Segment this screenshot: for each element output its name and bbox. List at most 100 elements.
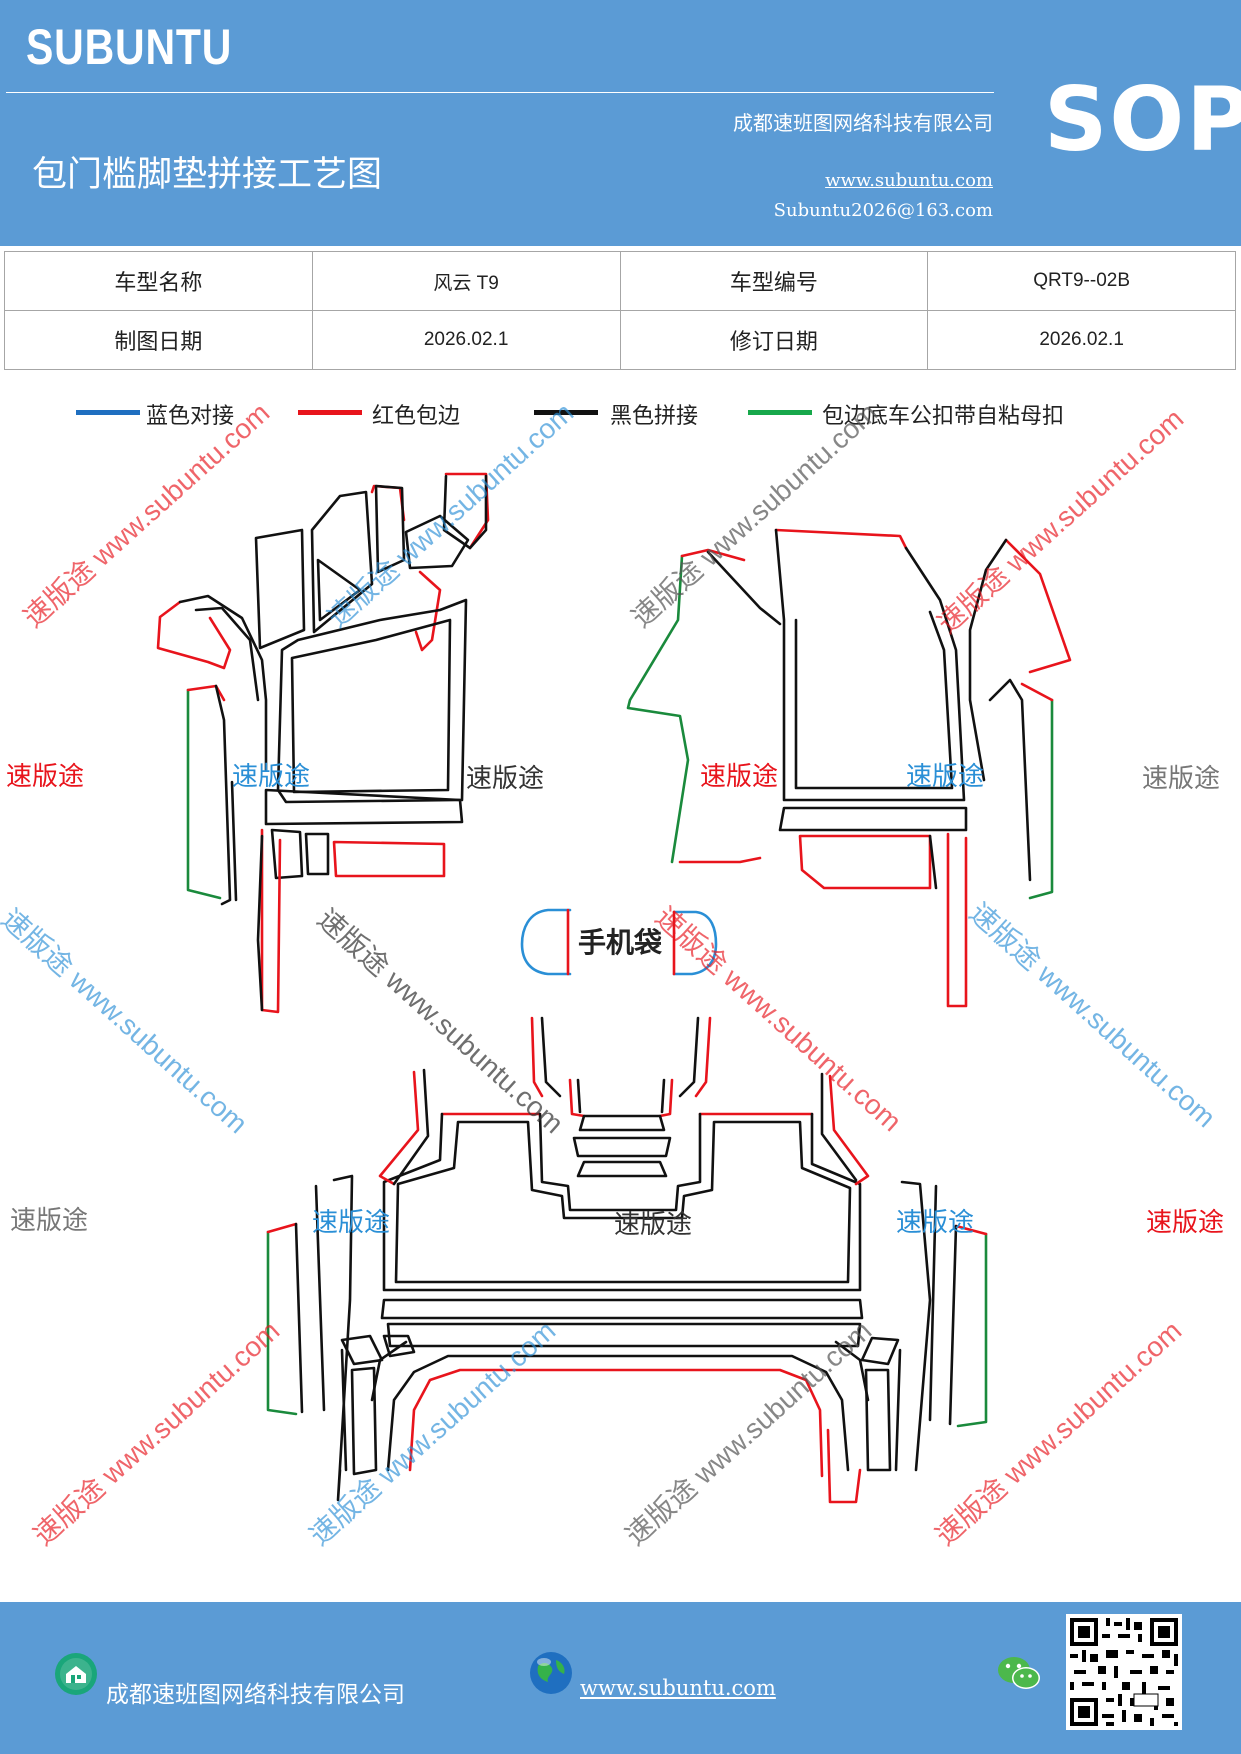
header-website-link[interactable]: www.subuntu.com <box>825 170 993 191</box>
fl-black-piece-e <box>404 514 470 570</box>
legend-label-blue: 蓝色对接 <box>146 404 235 429</box>
rear-crossbar-2 <box>386 1322 862 1348</box>
fl-red-cross <box>332 840 446 878</box>
watermark-5: 速版途 <box>906 761 985 791</box>
rear-red-wa-bottom <box>826 1428 862 1504</box>
fl-main-inner <box>290 618 452 794</box>
rear-black-left-strip-3 <box>314 1184 326 1412</box>
header-email[interactable]: Subuntu2026@163.com <box>773 200 993 221</box>
fl-red-lower-bar <box>260 828 282 1014</box>
front-left-mat <box>156 472 490 1014</box>
fr-black-side-2 <box>988 678 1032 882</box>
rear-black-wa-6 <box>864 1368 892 1472</box>
header-company: 成都速班图网络科技有限公司 <box>733 111 993 135</box>
fr-main-black <box>774 528 966 802</box>
rear-bars-2 <box>572 1136 672 1158</box>
fl-black-inner-1 <box>194 606 260 702</box>
rear-red-arch <box>408 1368 824 1478</box>
fl-black-strip-2 <box>230 780 238 902</box>
fr-green-side <box>1028 698 1054 900</box>
fr-red-edge-top <box>680 548 746 562</box>
rear-black-hump-l2 <box>576 1078 582 1114</box>
rear-red-hump-l2 <box>568 1078 586 1118</box>
fl-cross-black-3 <box>304 832 330 876</box>
fr-red-bottom <box>678 856 762 864</box>
draw-date-value: 2026.02.1 <box>311 310 621 370</box>
pocket-left-blue <box>520 908 572 976</box>
legend-label-green: 包边底车公扣带自粘母扣 <box>822 404 1065 429</box>
rear-black-hump-left <box>540 1016 562 1098</box>
rear-black-left-strip <box>294 1222 304 1414</box>
rear-black-wa-4 <box>382 1334 416 1358</box>
model-name-label: 车型名称 <box>4 251 313 311</box>
legend-swatch-blue <box>76 410 140 415</box>
fl-green-strip <box>186 688 222 900</box>
rear-red-right-slant <box>828 1074 870 1186</box>
rear-bars-3 <box>576 1160 668 1178</box>
footer-website-link[interactable]: www.subuntu.com <box>580 1676 776 1700</box>
rear-black-right-slant <box>820 1072 858 1182</box>
floor-mat-diagram: 手机袋 <box>156 472 1072 1504</box>
rear-red-left-top <box>266 1222 298 1234</box>
rear-red-right-top <box>954 1224 988 1236</box>
rear-red-hump-right <box>694 1016 712 1098</box>
watermark-8: 速版途 <box>312 1207 391 1237</box>
fr-red-main-top <box>774 528 908 550</box>
model-code-value: QRT9--02B <box>927 251 1236 311</box>
legend-swatch-red <box>298 410 362 415</box>
rear-green-right <box>956 1232 988 1428</box>
revise-date-label: 修订日期 <box>619 310 929 370</box>
fl-black-piece-d <box>374 484 406 574</box>
phone-pocket <box>520 908 718 976</box>
rear-black-wa-1 <box>340 1334 384 1366</box>
fr-green-edge <box>626 554 690 864</box>
rear-red-hump-left <box>530 1016 544 1098</box>
pocket-right-blue <box>672 910 718 976</box>
rear-green-left <box>266 1230 298 1416</box>
rear-inner-black <box>394 1120 852 1284</box>
fl-main-black <box>276 598 468 804</box>
watermark-10: 速版途 <box>896 1207 975 1237</box>
header-divider <box>6 92 994 93</box>
rear-black-wa-2 <box>350 1366 378 1476</box>
fr-black-cross-2 <box>928 834 938 890</box>
footer-company: 成都速班图网络科技有限公司 <box>106 1682 405 1708</box>
draw-date-label: 制图日期 <box>4 310 313 370</box>
fl-black-lower-bar <box>256 834 264 1012</box>
legend-swatch-green <box>748 410 812 415</box>
sop-badge: SOP <box>1044 68 1241 171</box>
watermark-11: 速版途 <box>1146 1207 1225 1237</box>
rear-black-right-strip-3 <box>928 1184 938 1422</box>
page-title: 包门槛脚垫拼接工艺图 <box>32 155 383 195</box>
brand-logo: SUBUNTU <box>26 19 233 75</box>
fr-red-side <box>1004 538 1072 674</box>
rear-black-left-strip-2 <box>332 1174 354 1502</box>
footer-banner: 成都速班图网络科技有限公司 www.subuntu.com <box>0 1602 1241 1754</box>
fl-black-piece-f <box>442 474 488 550</box>
fl-black-piece-c <box>316 558 362 622</box>
rear-red-left-slant <box>378 1070 420 1186</box>
rear-mat <box>266 1016 988 1504</box>
watermark-1: 速版途 <box>6 761 85 791</box>
fr-red-cross <box>798 834 932 890</box>
fl-red-side-1 <box>414 570 442 652</box>
rear-black-left-slant <box>392 1068 430 1186</box>
rear-black-right-strip <box>948 1224 958 1426</box>
rear-main-hump <box>538 1112 702 1212</box>
fr-main-inner <box>794 610 954 790</box>
fl-cross-black-1 <box>264 788 464 826</box>
rear-black-right-strip-2 <box>900 1180 932 1472</box>
watermark-6: 速版途 <box>1142 763 1221 793</box>
fl-black-outer-1 <box>178 594 268 772</box>
fl-cross-black-2 <box>270 828 304 880</box>
qr-code <box>1066 1614 1182 1730</box>
revise-date-value: 2026.02.1 <box>927 310 1236 370</box>
globe-icon <box>530 1652 572 1694</box>
fr-black-side <box>968 538 1008 782</box>
legend-label-black: 黑色拼接 <box>610 404 699 429</box>
fl-black-strip <box>214 684 232 906</box>
legend-label-red: 红色包边 <box>372 404 461 429</box>
company-icon <box>55 1653 97 1695</box>
fl-black-piece-a <box>254 528 306 650</box>
fr-red-vert <box>946 832 968 1008</box>
